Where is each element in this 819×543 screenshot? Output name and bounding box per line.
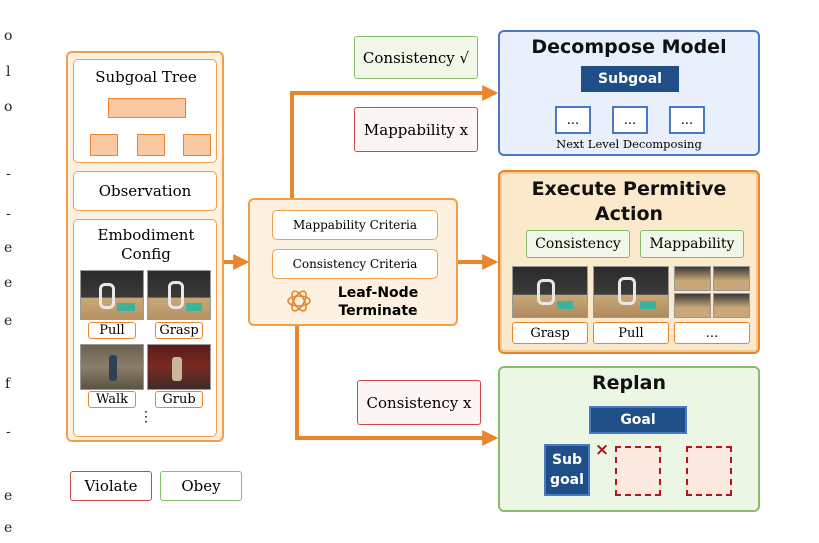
execute-check-mappability: Mappability (640, 230, 744, 258)
tree-root-node (108, 98, 186, 118)
decompose-title: Decompose Model (531, 36, 727, 58)
margin-glyph: - (6, 206, 11, 222)
humanoid-photo (147, 344, 211, 390)
margin-glyph: e (4, 520, 13, 536)
subgoal-tree-card: Subgoal Tree (73, 59, 217, 163)
margin-glyph: l (6, 64, 11, 80)
action-label-grasp: Grasp (155, 322, 203, 339)
embodiment-title: Embodiment Config (74, 226, 218, 264)
branch-consistency-fail: Consistency x (357, 380, 481, 425)
margin-glyph: - (6, 424, 11, 440)
terminate-line1: Leaf-Node (337, 285, 419, 301)
margin-glyph: e (4, 313, 13, 329)
execute-check-consistency: Consistency (526, 230, 630, 258)
margin-glyphs: o l o - - e e e f - e e (0, 0, 20, 543)
decompose-child-node: ... (612, 106, 648, 134)
execute-photo (512, 266, 588, 318)
replan-goal-node: Goal (589, 406, 687, 434)
margin-glyph: e (4, 240, 13, 256)
decompose-caption: Next Level Decomposing (556, 137, 702, 151)
replan-pending-node (615, 446, 661, 496)
execute-photo-grid (674, 266, 750, 318)
embodiment-title-line1: Embodiment (97, 226, 195, 244)
replan-subgoal-node: Sub goal (544, 444, 590, 496)
margin-glyph: e (4, 275, 13, 291)
execute-label-more: ... (674, 322, 750, 344)
terminate-line2: Terminate (338, 303, 418, 319)
branch-mappability-fail: Mappability x (354, 107, 478, 152)
robot-arm-photo (80, 270, 144, 320)
legend-obey: Obey (160, 471, 242, 501)
embodiment-card: Embodiment Config Pull Grasp Walk Grub ⋮ (73, 219, 217, 437)
left-panel: Subgoal Tree Observation Embodiment Conf… (66, 51, 224, 442)
execute-label-grasp: Grasp (512, 322, 588, 344)
execute-title-line2: Action (594, 203, 664, 225)
execute-title: Execute Permitive Action (500, 177, 758, 227)
margin-glyph: f (5, 376, 11, 392)
consistency-criteria: Consistency Criteria (272, 249, 438, 279)
arrow-to-replan (295, 326, 499, 446)
more-ellipsis: ⋮ (139, 409, 153, 425)
decompose-panel: Decompose Model Subgoal ... ... ... Next… (498, 30, 760, 156)
arrow-to-decompose (290, 85, 499, 198)
margin-glyph: e (4, 488, 13, 504)
margin-glyph: o (4, 99, 13, 115)
leaf-node-terminate: Leaf-Node Terminate (318, 284, 438, 320)
replan-subgoal-line2: goal (550, 472, 584, 488)
replan-panel: Replan Goal Sub goal × (498, 366, 760, 512)
execute-photo (674, 293, 711, 318)
replan-subgoal-line1: Sub (551, 452, 583, 468)
action-label-grub: Grub (155, 391, 203, 408)
humanoid-photo (80, 344, 144, 390)
execute-photo (713, 266, 750, 291)
action-label-pull: Pull (88, 322, 136, 339)
decompose-child-node: ... (669, 106, 705, 134)
mappability-criteria: Mappability Criteria (272, 210, 438, 240)
tree-child-node (90, 134, 118, 156)
openai-logo-icon (287, 290, 311, 312)
margin-glyph: - (6, 166, 11, 182)
replan-title: Replan (592, 372, 666, 394)
margin-glyph: o (4, 28, 13, 44)
execute-photo (593, 266, 669, 318)
legend-violate: Violate (70, 471, 152, 501)
execute-photo (713, 293, 750, 318)
replan-pending-node (686, 446, 732, 496)
robot-arm-photo (147, 270, 211, 320)
criteria-panel: Mappability Criteria Consistency Criteri… (248, 198, 458, 326)
action-label-walk: Walk (88, 391, 136, 408)
observation-card: Observation (73, 171, 217, 211)
execute-photo (674, 266, 711, 291)
execute-label-pull: Pull (593, 322, 669, 344)
execute-title-line1: Execute Permitive (531, 178, 727, 200)
execute-panel: Execute Permitive Action Consistency Map… (498, 170, 760, 354)
replan-fail-mark: × (594, 440, 610, 460)
tree-child-node (137, 134, 165, 156)
decompose-child-node: ... (555, 106, 591, 134)
decompose-root-node: Subgoal (581, 66, 679, 92)
tree-child-node (183, 134, 211, 156)
branch-consistency-pass: Consistency √ (354, 36, 478, 79)
embodiment-title-line2: Config (121, 245, 171, 263)
subgoal-tree-title: Subgoal Tree (95, 68, 197, 86)
